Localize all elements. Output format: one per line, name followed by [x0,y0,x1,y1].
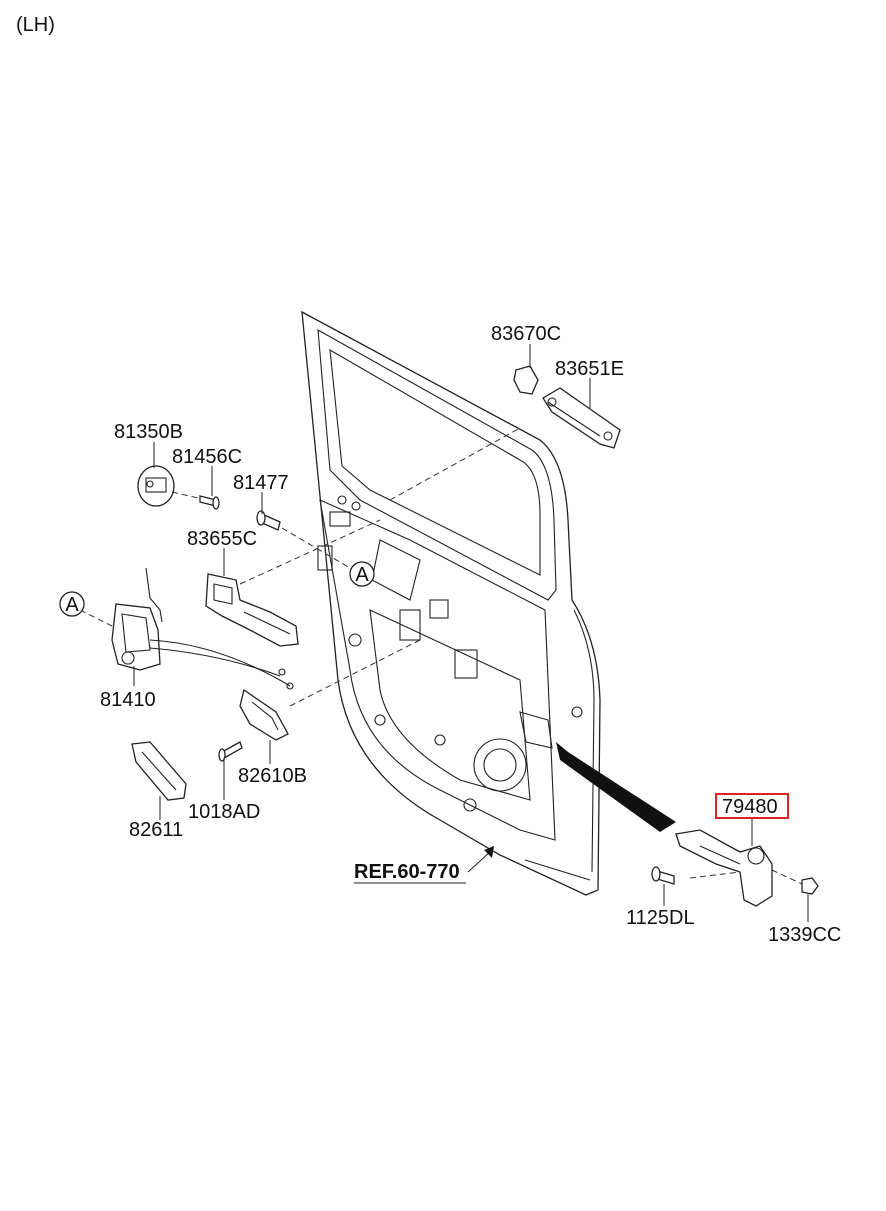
callout-a-door-text: A [355,564,369,586]
part-label-81410[interactable]: 81410 [100,689,156,711]
part-label-83651e[interactable]: 83651E [555,358,624,380]
callout-a-latch-text: A [65,594,79,616]
inner-door-handle [239,688,289,741]
part-label-81350b[interactable]: 81350B [114,421,183,443]
door-panel [301,310,601,896]
nut-1339cc [801,877,819,895]
part-label-82610b[interactable]: 82610B [238,765,307,787]
handle-bezel [131,741,187,801]
part-label-1125dl[interactable]: 1125DL [626,907,695,929]
side-label: (LH) [16,14,55,36]
part-label-81477[interactable]: 81477 [233,472,289,494]
handle-cover [513,365,539,395]
highlight-box-79480 [715,793,789,819]
screw-1018ad [218,741,243,762]
door-checker [675,829,773,907]
door-latch [111,567,294,690]
assembly-lines [79,427,803,885]
screw-81456c [199,495,220,510]
inside-handle-assembly [205,573,299,647]
callout-a-latch: A [59,591,85,617]
part-label-1018ad[interactable]: 1018AD [188,801,260,823]
leader-lines [133,344,809,922]
bolt-81477 [256,510,281,531]
part-label-1339cc[interactable]: 1339CC [768,924,841,946]
callout-a-door: A [349,561,375,587]
part-label-82611[interactable]: 82611 [129,819,183,841]
outside-handle [542,387,621,449]
part-label-83655c[interactable]: 83655C [187,528,257,550]
part-label-79480[interactable]: 79480 [722,796,778,818]
part-label-81456c[interactable]: 81456C [172,446,242,468]
lock-striker-plate [137,465,175,507]
ref-label[interactable]: REF.60-770 [354,861,460,883]
bolt-1125dl [651,866,675,885]
part-label-83670c[interactable]: 83670C [491,323,561,345]
door-check-pointer [556,742,676,832]
